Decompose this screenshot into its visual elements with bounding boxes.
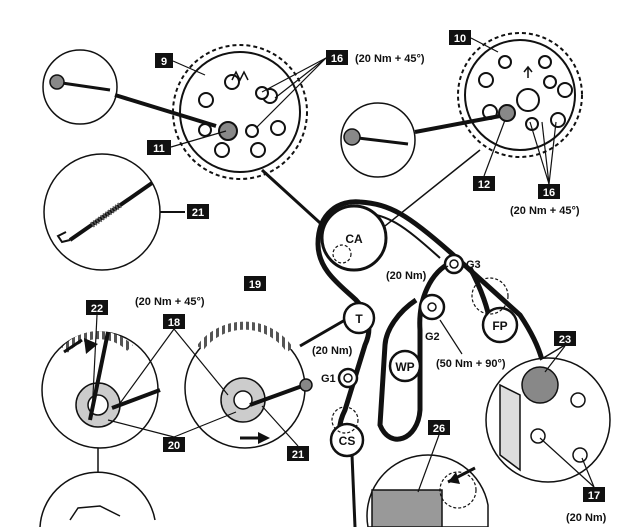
locking-pin-inset-left — [42, 49, 217, 128]
bottom-left-inset — [39, 471, 156, 527]
camshaft-sprocket-left — [172, 44, 308, 180]
callout-22: 22 — [91, 303, 103, 315]
torque-g1: (20 Nm) — [312, 345, 353, 357]
callout-12: 12 — [478, 179, 490, 191]
torque-17: (20 Nm) — [566, 512, 607, 524]
callout-leaders — [91, 37, 595, 493]
torque-g3: (20 Nm) — [386, 270, 427, 282]
leader-line — [260, 168, 332, 234]
water-pump-pulley-wp — [388, 349, 422, 383]
torque-g2: (50 Nm + 90°) — [436, 358, 506, 370]
callout-9: 9 — [161, 56, 167, 68]
idler-g2 — [418, 293, 446, 321]
bottom-center-inset — [366, 454, 489, 527]
crankshaft-inset — [485, 344, 611, 483]
pulley-label-cs: CS — [339, 434, 356, 448]
locking-pin-inset-right — [340, 102, 501, 178]
callout-18: 18 — [168, 317, 180, 329]
callout-17: 17 — [588, 490, 600, 502]
pulley-label-fp: FP — [492, 319, 507, 333]
tensioner-pulley-t — [342, 301, 376, 335]
callout-16-left: 16 — [331, 53, 343, 65]
pulley-label-t: T — [355, 312, 363, 326]
idler-g3 — [443, 253, 465, 275]
idler-g1 — [337, 367, 359, 389]
leader-line — [439, 319, 463, 355]
torque-18: (20 Nm + 45°) — [135, 296, 205, 308]
torque-16-left: (20 Nm + 45°) — [355, 53, 425, 65]
fuel-pump-pulley-fp — [471, 277, 519, 344]
callout-21-top: 21 — [192, 207, 204, 219]
callout-19: 19 — [249, 279, 261, 291]
label-g2: G2 — [425, 331, 440, 343]
label-g1: G1 — [321, 373, 336, 385]
callout-10: 10 — [454, 33, 466, 45]
tensioner-inset-right — [184, 318, 346, 449]
camshaft-pulley-ca — [320, 204, 388, 272]
pulley-label-ca: CA — [345, 232, 363, 246]
callout-26: 26 — [433, 423, 445, 435]
callout-16-right: 16 — [543, 187, 555, 199]
tensioner-inset-left — [41, 331, 161, 490]
hex-key-inset — [43, 153, 185, 271]
pulley-label-wp: WP — [395, 360, 414, 374]
camshaft-sprocket-right — [457, 32, 583, 158]
callout-23: 23 — [559, 334, 571, 346]
crankshaft-pulley-cs — [329, 406, 365, 527]
leader-line — [434, 265, 449, 276]
callout-21-bottom: 21 — [292, 449, 304, 461]
torque-16-right: (20 Nm + 45°) — [510, 205, 580, 217]
label-g3: G3 — [466, 259, 481, 271]
callout-11: 11 — [153, 143, 165, 155]
callout-20: 20 — [168, 440, 180, 452]
